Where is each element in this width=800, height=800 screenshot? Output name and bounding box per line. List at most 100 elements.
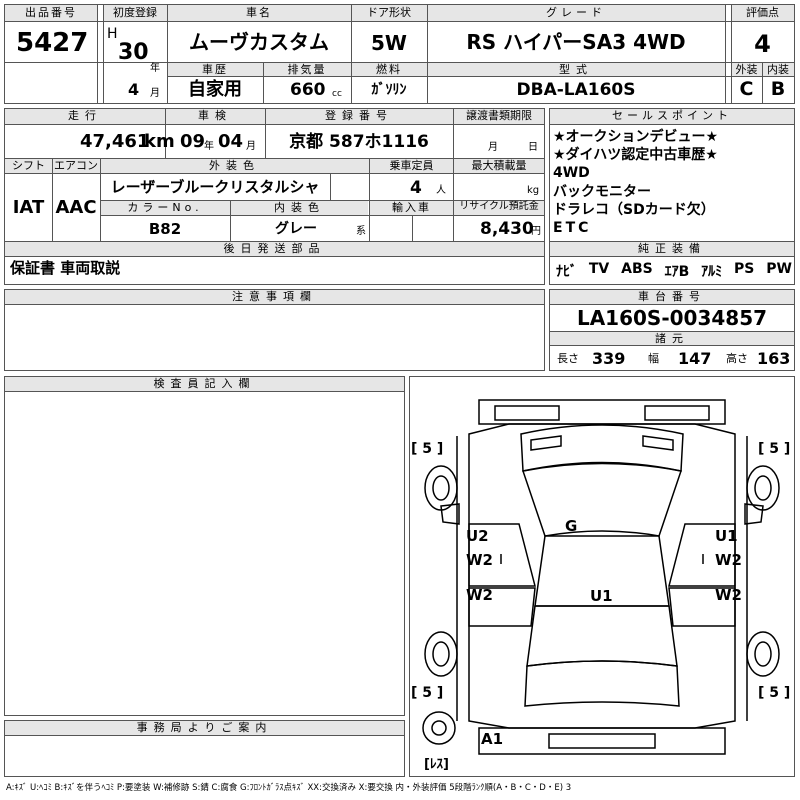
ext-color-label: 外装色 — [209, 159, 260, 172]
width-value: 147 — [678, 349, 712, 368]
plate-value: 京都 587ホ1116 — [289, 132, 429, 152]
later-parts-value: 保証書 車両取説 — [10, 259, 121, 277]
first-reg-year-unit: 年 — [150, 63, 160, 74]
chassis-value: LA160S-0034857 — [576, 306, 768, 330]
sales-points-label: セールスポイント — [612, 109, 732, 122]
first-reg-era: H — [107, 26, 118, 42]
fuel-value: ｶﾞｿﾘﾝ — [371, 82, 407, 98]
dims-label: 諸元 — [655, 332, 689, 345]
chassis-box — [549, 289, 795, 371]
equipment-label: 純正装備 — [638, 242, 706, 255]
damage-mark-front-right-door: W2 — [715, 551, 742, 569]
model-label: 型式 — [559, 63, 593, 76]
ext-color-value: レーザーブルークリスタルシャ — [110, 178, 320, 196]
recycle-value: 8,430 — [480, 219, 534, 239]
office-label: 事務局よりご案内 — [136, 721, 273, 734]
inspection-month-unit: 月 — [246, 141, 256, 152]
sales-point-line: ETC — [553, 220, 592, 236]
height-value: 163 — [757, 349, 791, 368]
exterior-label: 外装 — [735, 63, 758, 76]
history-label: 車歴 — [202, 63, 228, 76]
max-load-label: 最大積載量 — [471, 159, 527, 172]
equipment-list: ﾅﾋﾞ TV ABS ｴｱB ｱﾙﾐ PS PW — [556, 261, 792, 281]
equipment-item: PW — [766, 261, 792, 277]
length-value: 339 — [592, 349, 626, 368]
car-name-label: 車名 — [246, 6, 272, 19]
int-color-label: 内装色 — [274, 201, 325, 214]
inspection-year-unit: 年 — [204, 141, 214, 152]
shift-label: シフト — [12, 159, 45, 172]
sales-point-line: ★ダイハツ認定中古車歴★ — [553, 147, 718, 163]
import-label: 輸入車 — [392, 201, 431, 214]
grade-label: グレード — [546, 6, 606, 19]
car-diagram — [422, 399, 780, 755]
legend: A:ｷｽﾞ U:ﾍｺﾐ B:ｷｽﾞを伴うﾍｺﾐ P:要塗装 W:補修跡 S:錆 … — [6, 783, 572, 793]
int-color-value: グレー — [275, 221, 317, 237]
height-label: 高さ — [726, 352, 748, 365]
damage-mark-front-left-door: U2 — [466, 527, 489, 545]
inspection-month: 04 — [218, 131, 244, 152]
header-table — [4, 4, 795, 104]
vehicle-table — [4, 108, 545, 285]
damage-mark-rear-right-door: W2 — [715, 586, 742, 604]
tire-mark-front-left: [ 5 ] — [411, 441, 444, 457]
int-color-suffix: 系 — [356, 226, 366, 237]
transfer-month-unit: 月 — [488, 142, 498, 153]
doors-label: ドア形状 — [367, 6, 411, 19]
capacity-value: 4 — [410, 178, 422, 198]
notes-box — [4, 289, 545, 371]
model-value: DBA-LA160S — [516, 80, 636, 100]
inspection-label: 車検 — [198, 109, 232, 122]
tire-mark-front-right: [ 5 ] — [758, 441, 791, 457]
width-label: 幅 — [648, 352, 659, 365]
displacement-unit: cc — [332, 89, 342, 99]
interior-label: 内装 — [767, 63, 789, 76]
transfer-label: 譲渡書類期限 — [466, 109, 532, 122]
shift-value: IAT — [12, 197, 45, 218]
chassis-label: 車台番号 — [638, 290, 706, 303]
score-value: 4 — [754, 30, 771, 58]
lot-number: 5427 — [16, 28, 89, 58]
later-parts-label: 後日発送部品 — [223, 242, 326, 255]
damage-mark-windshield: G — [565, 517, 578, 535]
displacement-label: 排気量 — [287, 63, 327, 76]
aircon-value: AAC — [55, 197, 97, 218]
damage-mark-front-left-door: W2 — [466, 551, 493, 569]
equipment-item: PS — [734, 261, 755, 277]
equipment-item: ﾅﾋﾞ — [556, 264, 577, 280]
interior-score: B — [770, 78, 786, 100]
equipment-item: TV — [588, 261, 610, 277]
tire-mark-rear-left: [ 5 ] — [411, 685, 444, 701]
color-no-value: B82 — [148, 220, 182, 238]
equipment-item: ABS — [621, 261, 653, 277]
damage-mark-rear-bumper: A1 — [481, 730, 504, 748]
inspector-label: 検査員記入欄 — [153, 377, 256, 390]
doors-value: 5W — [371, 31, 407, 55]
sales-points-box — [549, 108, 795, 285]
max-load-unit: kg — [527, 185, 540, 196]
spare-tire-mark: [ﾚｽ] — [424, 757, 449, 772]
lot-label: 出品番号 — [25, 6, 77, 19]
first-reg-label: 初度登録 — [113, 6, 157, 19]
notes-label: 注意事項欄 — [232, 290, 317, 303]
office-box — [4, 720, 405, 777]
sales-point-line: バックモニター — [553, 184, 651, 200]
mileage-unit: km — [144, 131, 175, 152]
car-name: ムーヴカスタム — [189, 30, 329, 54]
damage-mark-roof: U1 — [590, 587, 613, 605]
first-reg-year: 30 — [118, 40, 149, 65]
score-label: 評価点 — [746, 6, 779, 19]
sales-point-line: ドラレコ（SDカード欠） — [553, 202, 715, 218]
sales-point-line: 4WD — [553, 165, 590, 181]
recycle-unit: 円 — [531, 226, 541, 237]
damage-mark-front-right-door: U1 — [715, 527, 738, 545]
history-value: 自家用 — [188, 79, 242, 100]
first-reg-month-unit: 月 — [150, 88, 160, 99]
color-no-label: カラーNo. — [127, 201, 203, 214]
inspection-year: 09 — [180, 131, 206, 152]
grade-value: RS ハイパーSA3 4WD — [466, 30, 686, 54]
transfer-day-unit: 日 — [528, 142, 538, 153]
equipment-item: ｴｱB — [664, 264, 690, 280]
capacity-label: 乗車定員 — [389, 159, 434, 172]
aircon-label: エアコン — [54, 159, 98, 172]
